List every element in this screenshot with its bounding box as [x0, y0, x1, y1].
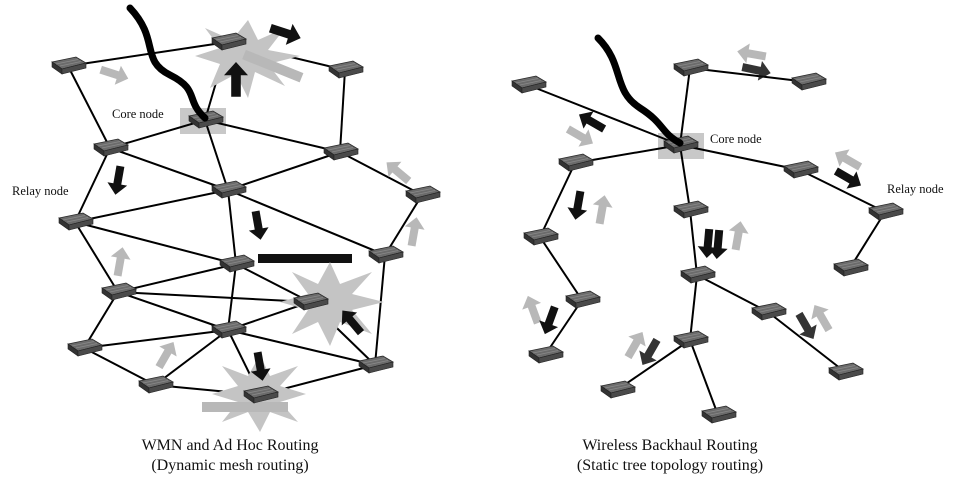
light-flow-top	[242, 49, 304, 83]
tree-node	[828, 362, 864, 381]
arrow-light-icon	[107, 245, 133, 278]
arrow-light-icon	[150, 337, 183, 373]
tree-node	[680, 265, 716, 284]
mesh-node	[368, 245, 404, 264]
tree-node	[791, 72, 827, 91]
right-diagram-caption: Wireless Backhaul Routing (Static tree t…	[535, 436, 805, 476]
arrow-dark-icon	[565, 189, 591, 222]
arrow-light-icon	[589, 193, 615, 226]
mesh-network-diagram	[51, 4, 441, 432]
mesh-node	[328, 60, 364, 79]
tree-node	[673, 58, 709, 77]
left-diagram-caption: WMN and Ad Hoc Routing (Dynamic mesh rou…	[95, 436, 365, 476]
mesh-node	[358, 355, 394, 374]
arrow-light-icon	[830, 143, 866, 176]
mesh-node	[51, 56, 87, 75]
mesh-links	[67, 41, 423, 396]
right-caption-title: Wireless Backhaul Routing	[582, 437, 758, 454]
tree-node	[523, 227, 559, 246]
backbone-cable	[594, 34, 684, 147]
right-core-node-label: Core node	[710, 132, 762, 146]
tree-node	[565, 290, 601, 309]
tree-links	[527, 67, 886, 416]
arrow-light-icon	[97, 60, 132, 89]
left-caption-subtitle: (Dynamic mesh routing)	[151, 457, 309, 474]
arrow-dark-icon	[105, 164, 131, 197]
right-relay-node-label: Relay node	[887, 182, 944, 196]
left-core-node-label: Core node	[112, 107, 164, 121]
arrow-dark-icon	[245, 209, 271, 242]
relay-node	[58, 212, 94, 231]
mesh-node	[211, 320, 247, 339]
broken-link-bar	[258, 254, 352, 263]
mesh-node	[67, 338, 103, 357]
tree-node	[833, 258, 869, 277]
arrow-dark-icon	[830, 162, 866, 195]
arrow-light-icon	[725, 219, 751, 252]
tree-node	[673, 330, 709, 349]
mesh-node	[323, 142, 359, 161]
light-flow-bottom	[202, 402, 288, 412]
tree-node	[528, 345, 564, 364]
tree-node	[701, 405, 737, 424]
left-caption-title: WMN and Ad Hoc Routing	[141, 437, 319, 454]
tree-node	[673, 200, 709, 219]
tree-network-diagram	[511, 34, 904, 424]
arrow-light-icon	[518, 292, 548, 327]
tree-node	[558, 153, 594, 172]
arrow-light-icon	[380, 154, 416, 189]
backbone-cable	[126, 4, 209, 122]
left-relay-node-label: Relay node	[12, 184, 69, 198]
tree-node	[600, 380, 636, 399]
mesh-node	[219, 254, 255, 273]
right-caption-subtitle: (Static tree topology routing)	[576, 457, 764, 474]
